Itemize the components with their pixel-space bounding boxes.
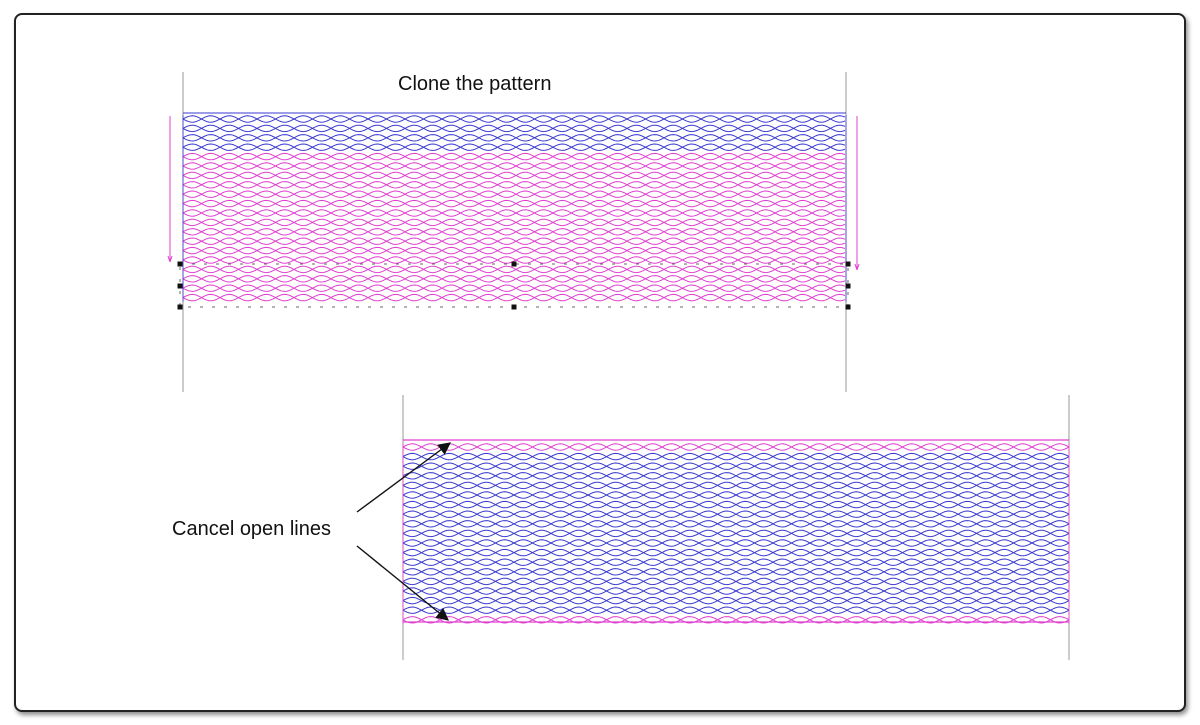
pattern-wave-line	[402, 596, 1070, 605]
pattern-wave-line	[182, 190, 846, 198]
pattern-wave-line	[182, 181, 846, 189]
pattern-wave-line	[182, 256, 846, 264]
pattern-wave-line	[182, 199, 846, 208]
pattern-wave-line	[182, 228, 846, 236]
pattern-wave-line	[402, 577, 1070, 586]
pattern-wave-line	[182, 115, 846, 123]
pattern-wave-line	[182, 152, 846, 161]
pattern-wave-line	[402, 510, 1070, 518]
pattern-wave-line	[182, 256, 846, 264]
pattern-wave-line	[402, 500, 1070, 509]
selection-handle[interactable]	[845, 304, 851, 310]
bottom-pattern-block	[402, 443, 1070, 624]
pattern-wave-line	[182, 171, 846, 180]
right-offset-guide-arrow	[854, 263, 858, 271]
arrow-to-bottom-open-line	[356, 545, 449, 621]
top-panel: Clone the pattern	[167, 72, 860, 392]
left-offset-guide-arrow	[167, 255, 171, 263]
pattern-wave-line	[402, 587, 1070, 595]
pattern-wave-line	[182, 237, 846, 245]
pattern-wave-line	[402, 616, 1070, 624]
selection-handle[interactable]	[511, 261, 517, 267]
pattern-wave-line	[402, 491, 1070, 499]
pattern-wave-line	[182, 218, 846, 227]
pattern-wave-line	[182, 246, 846, 255]
pattern-wave-line	[182, 228, 846, 236]
pattern-wave-line	[402, 443, 1070, 451]
selection-handle[interactable]	[845, 261, 851, 267]
pattern-wave-line	[182, 284, 846, 292]
clone-pattern-caption: Clone the pattern	[398, 73, 551, 95]
pattern-wave-line	[182, 265, 846, 274]
cancel-open-lines-annotation: Cancel open lines	[172, 518, 331, 540]
pattern-wave-line	[182, 284, 846, 292]
pattern-wave-line	[182, 162, 846, 170]
selection-handle[interactable]	[177, 261, 183, 267]
pattern-wave-line	[182, 143, 846, 151]
pattern-wave-line	[182, 124, 846, 133]
pattern-wave-line	[182, 199, 846, 208]
bottom-panel: Cancel open lines	[172, 395, 1070, 660]
pattern-wave-line	[182, 293, 846, 302]
pattern-wave-line	[402, 558, 1070, 566]
top-pattern-block	[182, 115, 847, 302]
pattern-wave-line	[182, 124, 846, 133]
pattern-wave-line	[182, 209, 846, 217]
right-offset-guide-arrow	[856, 263, 860, 271]
pattern-wave-line	[182, 152, 846, 161]
pattern-wave-line	[402, 548, 1070, 557]
pattern-wave-line	[402, 568, 1070, 576]
pattern-wave-line	[182, 237, 846, 245]
selection-handles[interactable]	[177, 261, 851, 310]
pattern-wave-line	[182, 275, 846, 283]
pattern-wave-line	[182, 134, 846, 142]
pattern-wave-line	[402, 606, 1070, 614]
pattern-wave-line	[402, 452, 1070, 461]
pattern-wave-line	[182, 115, 846, 123]
selection-handle[interactable]	[177, 304, 183, 310]
selection-handle[interactable]	[511, 304, 517, 310]
pattern-wave-line	[402, 481, 1070, 490]
pattern-wave-line	[182, 143, 846, 151]
pattern-wave-line	[182, 275, 846, 283]
pattern-wave-line	[402, 472, 1070, 480]
pattern-wave-line	[182, 209, 846, 217]
pattern-wave-line	[402, 529, 1070, 538]
pattern-wave-line	[182, 134, 846, 142]
pattern-wave-line	[402, 462, 1070, 470]
pattern-wave-line	[182, 218, 846, 227]
pattern-wave-line	[182, 181, 846, 189]
pattern-wave-line	[182, 171, 846, 180]
arrow-to-top-open-line	[356, 442, 452, 513]
selection-handle[interactable]	[177, 283, 183, 289]
pattern-wave-line	[182, 190, 846, 198]
selection-handle[interactable]	[845, 283, 851, 289]
pattern-wave-line	[182, 162, 846, 170]
pattern-wave-line	[182, 265, 846, 274]
left-offset-guide-arrow	[169, 255, 173, 263]
pattern-wave-line	[402, 539, 1070, 547]
pattern-wave-line	[182, 246, 846, 255]
diagram-frame	[14, 13, 1186, 712]
pattern-wave-line	[182, 293, 846, 302]
pattern-wave-line	[402, 520, 1070, 528]
